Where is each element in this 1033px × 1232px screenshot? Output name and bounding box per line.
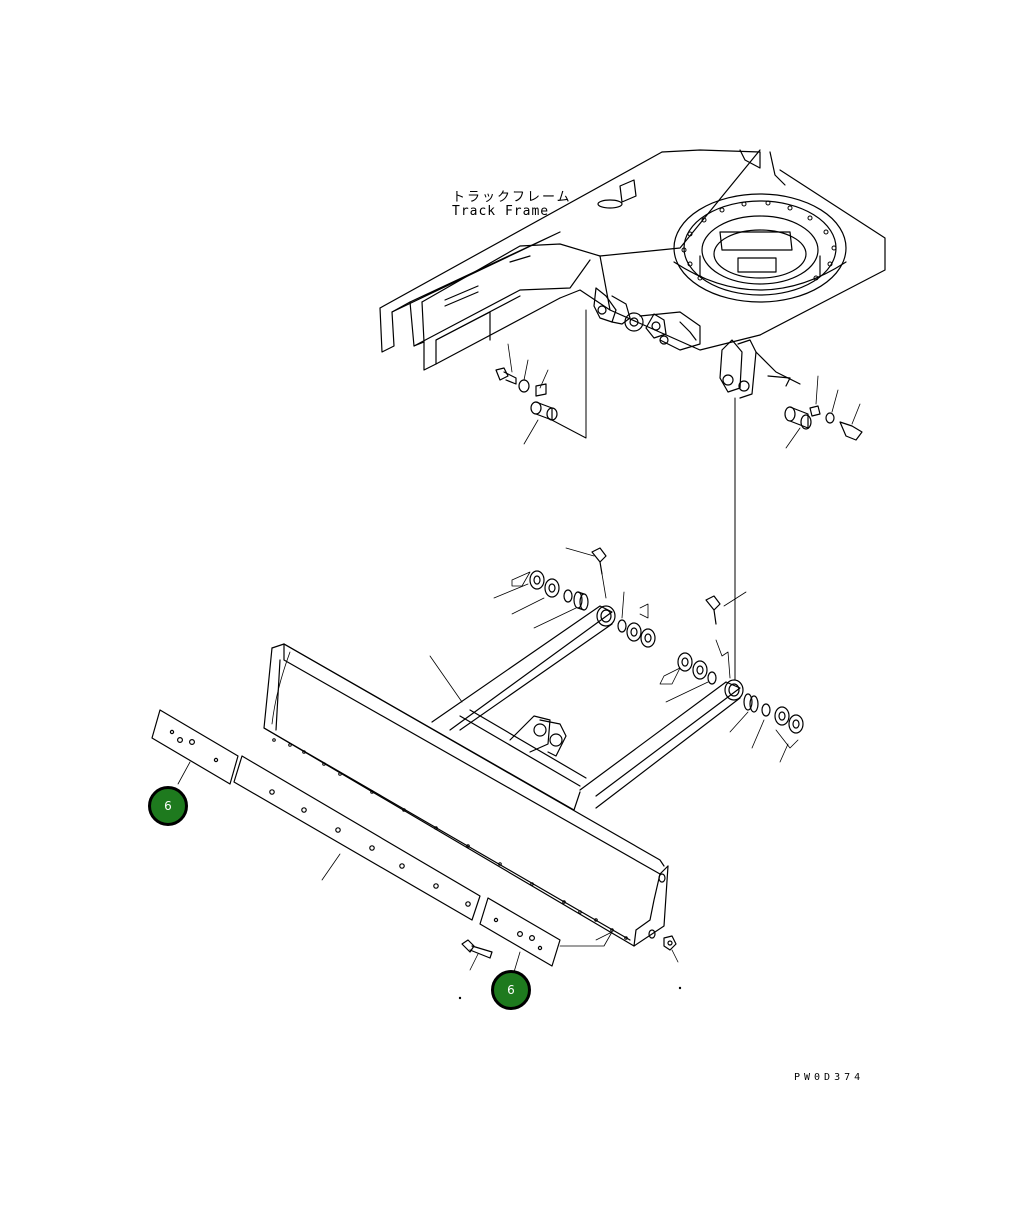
part-callout-6-right[interactable]: 6	[491, 970, 531, 1010]
drawing-code: PW0D374	[794, 1072, 865, 1083]
callout-number: 6	[507, 983, 515, 997]
track-frame	[379, 149, 886, 681]
callout-number: 6	[164, 799, 172, 813]
part-callout-6-left[interactable]: 6	[148, 786, 188, 826]
push-arms	[429, 605, 744, 809]
blade-bolt-holes	[272, 738, 628, 940]
blade	[263, 643, 669, 947]
upper-pin-hardware	[495, 343, 863, 449]
track-frame-label-ja: トラックフレーム	[452, 190, 572, 205]
ring-bolt-holes	[681, 200, 837, 281]
bushings-washers	[493, 547, 804, 763]
track-frame-label-en: Track Frame	[452, 204, 550, 219]
cutting-edges	[151, 709, 682, 1000]
